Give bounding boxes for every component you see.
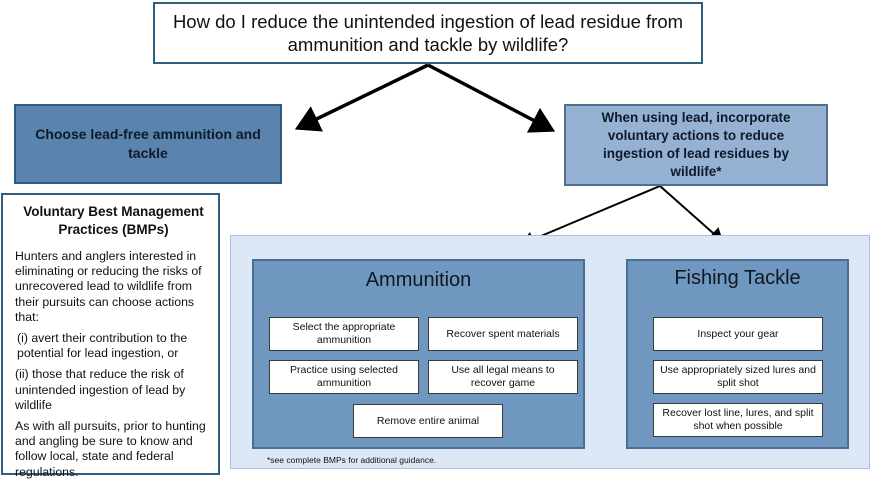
ammunition-title: Ammunition xyxy=(365,269,472,291)
bmp-point-2: (ii) those that reduce the risk of unint… xyxy=(15,367,186,412)
ammo-item-practice: Practice using selected ammunition xyxy=(269,360,419,394)
tackle-item-inspect: Inspect your gear xyxy=(653,317,823,351)
arrow-to-uselead xyxy=(427,63,556,133)
bmp-title: Voluntary Best Management Practices (BMP… xyxy=(23,204,204,237)
tackle-item-lures: Use appropriately sized lures and split … xyxy=(653,360,823,394)
arrow-to-ammunition xyxy=(520,185,661,247)
leadfree-option-text: Choose lead-free ammunition and tackle xyxy=(35,126,261,161)
ammo-item-recover-game: Use all legal means to recover game xyxy=(428,360,578,394)
bmp-point-1: (i) avert their contribution to the pote… xyxy=(17,331,188,361)
ammo-item-select: Select the appropriate ammunition xyxy=(269,317,419,351)
ammo-item-remove-animal: Remove entire animal xyxy=(353,404,503,438)
footnote: *see complete BMPs for additional guidan… xyxy=(267,455,437,465)
question-box: How do I reduce the unintended ingestion… xyxy=(153,2,703,64)
arrow-to-tackle xyxy=(659,185,724,243)
lead-option-box: When using lead, incorporate voluntary a… xyxy=(564,104,828,186)
leadfree-option-box: Choose lead-free ammunition and tackle xyxy=(14,104,282,184)
bmp-closing: As with all pursuits, prior to hunting a… xyxy=(15,419,206,479)
bmp-panel: Voluntary Best Management Practices (BMP… xyxy=(1,193,220,479)
lead-option-text: When using lead, incorporate voluntary a… xyxy=(601,110,791,179)
arrow-to-leadfree xyxy=(294,63,429,132)
question-text: How do I reduce the unintended ingestion… xyxy=(172,11,684,55)
tackle-item-recover-line: Recover lost line, lures, and split shot… xyxy=(653,403,823,437)
bmp-intro: Hunters and anglers interested in elimin… xyxy=(15,249,202,324)
tackle-title: Fishing Tackle xyxy=(674,267,801,289)
ammo-item-recover-materials: Recover spent materials xyxy=(428,317,578,351)
